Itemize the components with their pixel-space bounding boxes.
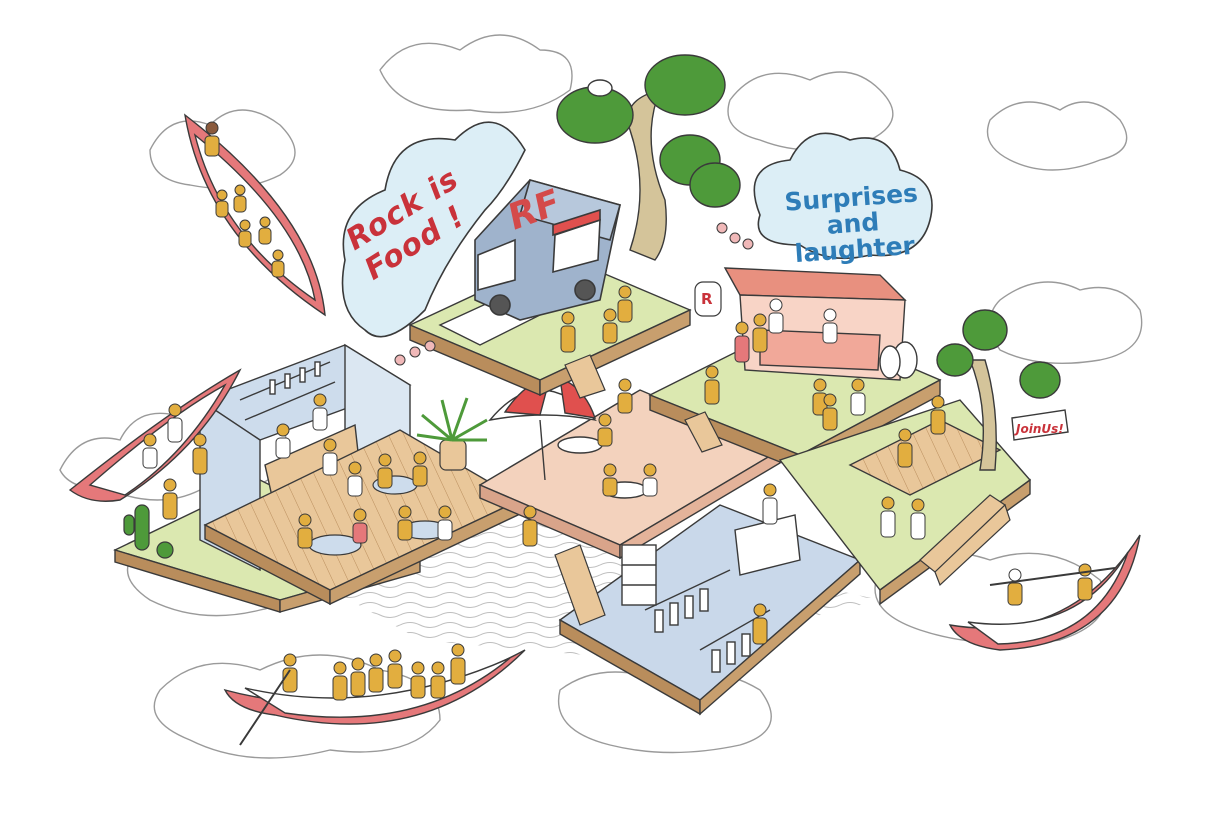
boats xyxy=(68,113,1141,725)
people-bar xyxy=(275,393,453,549)
crowd xyxy=(142,121,1116,746)
right-tree xyxy=(936,309,1069,471)
people-left xyxy=(142,403,208,520)
stairs xyxy=(554,354,723,626)
pine-tree xyxy=(556,54,741,261)
food-van xyxy=(474,179,621,321)
people-bottom-boat xyxy=(239,643,466,746)
potted-palm xyxy=(416,397,488,471)
market-stall xyxy=(723,267,918,381)
surprises-bubble xyxy=(753,132,933,260)
shop-floor xyxy=(558,504,862,716)
people-stall xyxy=(704,298,866,431)
rock-is-food-bubble xyxy=(341,121,526,338)
cactus xyxy=(123,504,174,559)
people-top-boat xyxy=(204,121,285,278)
paper-lantern xyxy=(694,281,722,317)
lumber-stack xyxy=(919,494,1011,587)
people-right xyxy=(752,395,1116,645)
bubble-string-left xyxy=(394,340,436,366)
people-center xyxy=(522,285,658,547)
bubble-string-right xyxy=(716,222,754,250)
